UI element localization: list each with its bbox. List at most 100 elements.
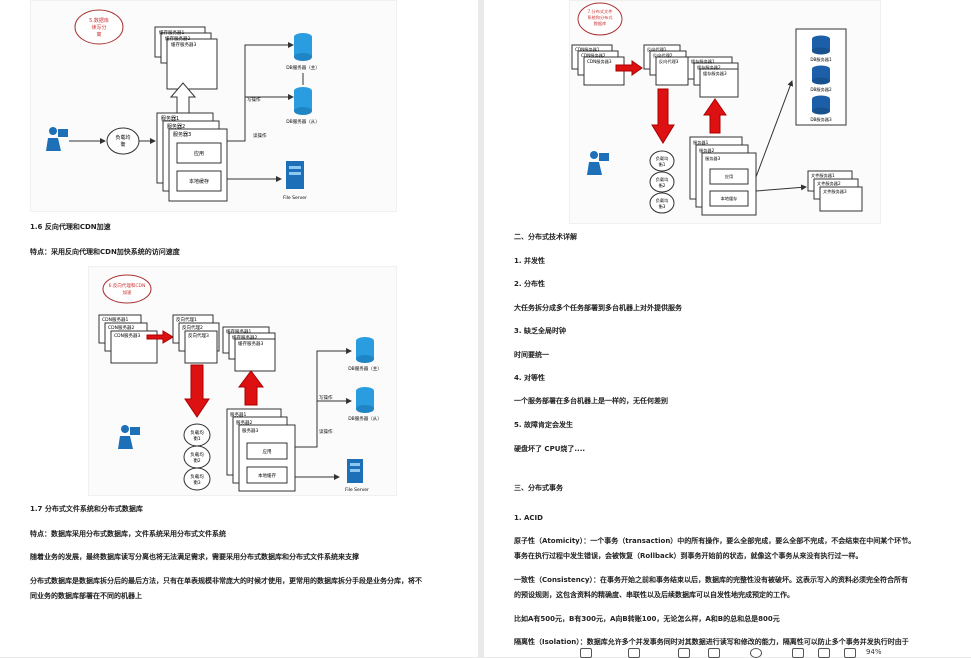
lb-label: 负载均 [190, 429, 204, 436]
cache-label: 缓存服务器3 [171, 41, 196, 48]
cache-label: 缓存服务器2 [232, 334, 257, 341]
cache-label: 缓存服务器2 [165, 35, 190, 42]
cdn-label: CDN服务器1 [575, 46, 600, 53]
server-label: 服务器1 [693, 139, 709, 146]
right-page: 7.分布式文件 系统和分布式 数据库 CDN服务器1 CDN服务器2 CDN服务… [484, 0, 971, 657]
db-label: DB服务器1 [810, 56, 832, 63]
lb-label: 负载均 [656, 155, 669, 162]
user-icon [587, 151, 609, 175]
lb-label: 衡3 [193, 479, 200, 486]
local-cache-label: 本地缓存 [189, 178, 209, 185]
db-label: DB服务器2 [810, 86, 832, 93]
figure-rw-split: 5.数据库 读写分 离 缓存服务器1 缓存服务器2 缓存服务器3 负载均 衡 [30, 0, 397, 212]
lb-label: 衡3 [659, 203, 666, 210]
app-label: 应用 [194, 150, 204, 157]
paragraph: 一致性（Consistency）：在事务开始之前和事务结束以后，数据库的完整性没… [514, 576, 908, 584]
section-heading: 二、分布式技术详解 [514, 233, 577, 241]
db-master-label: DB服务器（主） [286, 64, 320, 71]
db-master-label: DB服务器（主） [348, 365, 382, 372]
cache-label: 缓存服务器3 [238, 340, 263, 347]
lb-label: 衡 [120, 141, 125, 148]
figure-distributed: 7.分布式文件 系统和分布式 数据库 CDN服务器1 CDN服务器2 CDN服务… [569, 0, 881, 224]
server-label: 服务器1 [161, 115, 179, 122]
proxy-label: 反向代理3 [188, 332, 209, 339]
db-icon [812, 65, 830, 85]
paragraph: 隔离性（Isolation）：数据库允许多个并发事务同时对其数据进行读写和修改的… [514, 638, 909, 646]
paragraph: 的预设规则，这包含资料的精确度、串联性以及后续数据库可以自发性地完成预定的工作。 [514, 591, 794, 599]
proxy-label: 反向代理3 [659, 58, 679, 65]
section-heading: 三、分布式事务 [514, 484, 563, 492]
db-icon [356, 337, 374, 363]
server-label: 服务器3 [705, 155, 721, 162]
cdn-label: CDN服务器3 [114, 332, 140, 339]
note-line: 加速 [123, 289, 132, 296]
server-label: 服务器2 [699, 147, 715, 154]
subheading: 4. 对等性 [514, 374, 545, 382]
paragraph: 比如A有500元，B有300元，A向B转账100，无论怎么样，A和B的总和总是8… [514, 615, 780, 623]
paragraph: 事务在执行过程中发生错误，会被恢复（Rollback）到事务开始前的状态，就像这… [514, 552, 863, 560]
note-line: 5.数据库 [89, 17, 109, 24]
read-op-label: 读操作 [319, 428, 333, 435]
cdn-label: CDN服务器2 [108, 324, 134, 331]
file-server-label: File Server [283, 195, 307, 201]
paragraph: 同业务的数据库部署在不同的机器上 [30, 592, 142, 600]
file-server-label: 文件服务器3 [823, 188, 847, 195]
db-icon [812, 95, 830, 115]
lb-label: 衡1 [659, 161, 666, 168]
paragraph: 特点：数据库采用分布式数据库，文件系统采用分布式文件系统 [30, 530, 226, 538]
local-cache-label: 本地缓存 [721, 195, 738, 202]
file-server-icon [286, 161, 304, 189]
local-cache-label: 本地缓存 [258, 472, 276, 479]
lb-label: 负载均 [656, 197, 669, 204]
paragraph: 特点：采用反向代理和CDN加快系统的访问速度 [30, 248, 180, 256]
file-server-label: File Server [345, 487, 369, 493]
db-icon [812, 35, 830, 55]
db-icon [294, 87, 312, 115]
cache-label: 缓存服务器3 [703, 70, 727, 77]
note-line: 7.分布式文件 [588, 8, 613, 15]
note-line: 离 [96, 31, 101, 38]
db-label: DB服务器3 [810, 116, 832, 123]
server-label: 服务器2 [236, 419, 252, 426]
file-server-label: 文件服务器2 [817, 180, 841, 187]
app-label: 应用 [263, 448, 272, 455]
write-op-label: 写操作 [319, 394, 333, 401]
server-label: 服务器2 [167, 123, 185, 130]
diagram-distributed: 7.分布式文件 系统和分布式 数据库 CDN服务器1 CDN服务器2 CDN服务… [571, 2, 863, 216]
left-page: 5.数据库 读写分 离 缓存服务器1 缓存服务器2 缓存服务器3 负载均 衡 [0, 0, 478, 657]
cdn-label: CDN服务器2 [581, 52, 606, 59]
db-slave-label: DB服务器（从） [286, 118, 320, 125]
figure-cdn: 6.反向代理和CDN 加速 CDN服务器1 CDN服务器2 CDN服务器3 反向… [88, 266, 397, 496]
subheading: 2. 分布性 [514, 280, 545, 288]
note-line: 系统和分布式 [587, 14, 613, 21]
cache-label: 缓存服务器2 [697, 64, 721, 71]
server-label: 服务器1 [230, 411, 246, 418]
lb-label: 负载均 [190, 451, 204, 458]
diagram-cdn: 6.反向代理和CDN 加速 CDN服务器1 CDN服务器2 CDN服务器3 反向… [98, 274, 382, 493]
section-heading: 1.6 反向代理和CDN加速 [30, 223, 111, 231]
app-label: 应用 [725, 173, 733, 180]
cache-label: 缓存服务器1 [691, 58, 715, 65]
paragraph: 大任务拆分成多个任务部署到多台机器上对外提供服务 [514, 304, 682, 312]
user-icon [46, 127, 68, 151]
reader-toolbar: 94% [560, 648, 890, 658]
db-icon [356, 387, 374, 413]
user-icon [118, 425, 140, 449]
lb-label: 负载均 [190, 473, 204, 480]
proxy-label: 反向代理1 [647, 46, 667, 53]
file-server-icon [347, 459, 363, 483]
zoom-level[interactable]: 94% [866, 648, 882, 656]
proxy-label: 反向代理1 [176, 316, 197, 323]
diagram-rw-split: 5.数据库 读写分 离 缓存服务器1 缓存服务器2 缓存服务器3 负载均 衡 [46, 9, 320, 202]
subheading: 1. ACID [514, 514, 543, 522]
proxy-label: 反向代理2 [182, 324, 203, 331]
paragraph: 时间要统一 [514, 351, 549, 359]
paragraph: 硬盘坏了 CPU烧了.... [514, 445, 586, 453]
file-server-label: 文件服务器1 [811, 172, 835, 179]
paragraph: 原子性（Atomicity）：一个事务（transaction）中的所有操作，要… [514, 537, 916, 545]
server-label: 服务器3 [242, 427, 258, 434]
paragraph: 一个服务部署在多台机器上是一样的，无任何差别 [514, 397, 668, 405]
paragraph: 分布式数据库是数据库拆分后的最后方法，只有在单表规模非常庞大的时候才使用，更常用… [30, 577, 422, 585]
cdn-label: CDN服务器1 [102, 316, 128, 323]
cache-label: 缓存服务器1 [159, 29, 184, 36]
